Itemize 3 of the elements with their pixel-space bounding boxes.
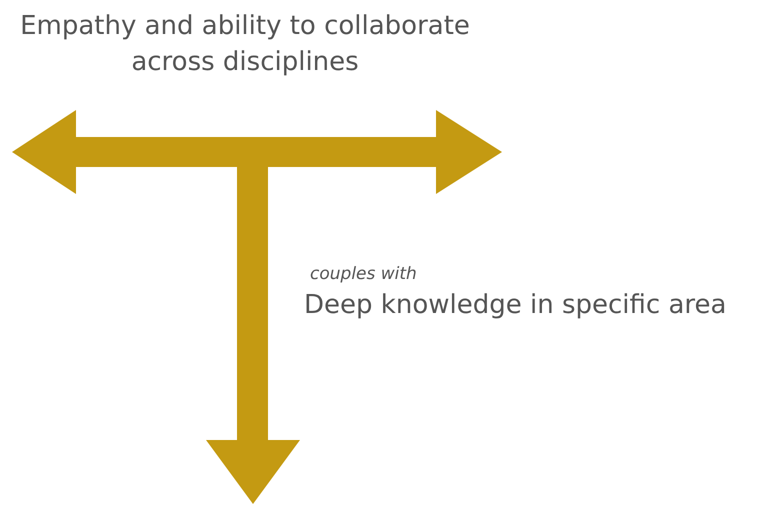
label-text: Deep knowledge in specific area xyxy=(304,289,728,322)
label-text: Empathy and ability to collaborate across disciplines xyxy=(19,10,471,79)
connector-caption: couples with xyxy=(310,263,418,286)
